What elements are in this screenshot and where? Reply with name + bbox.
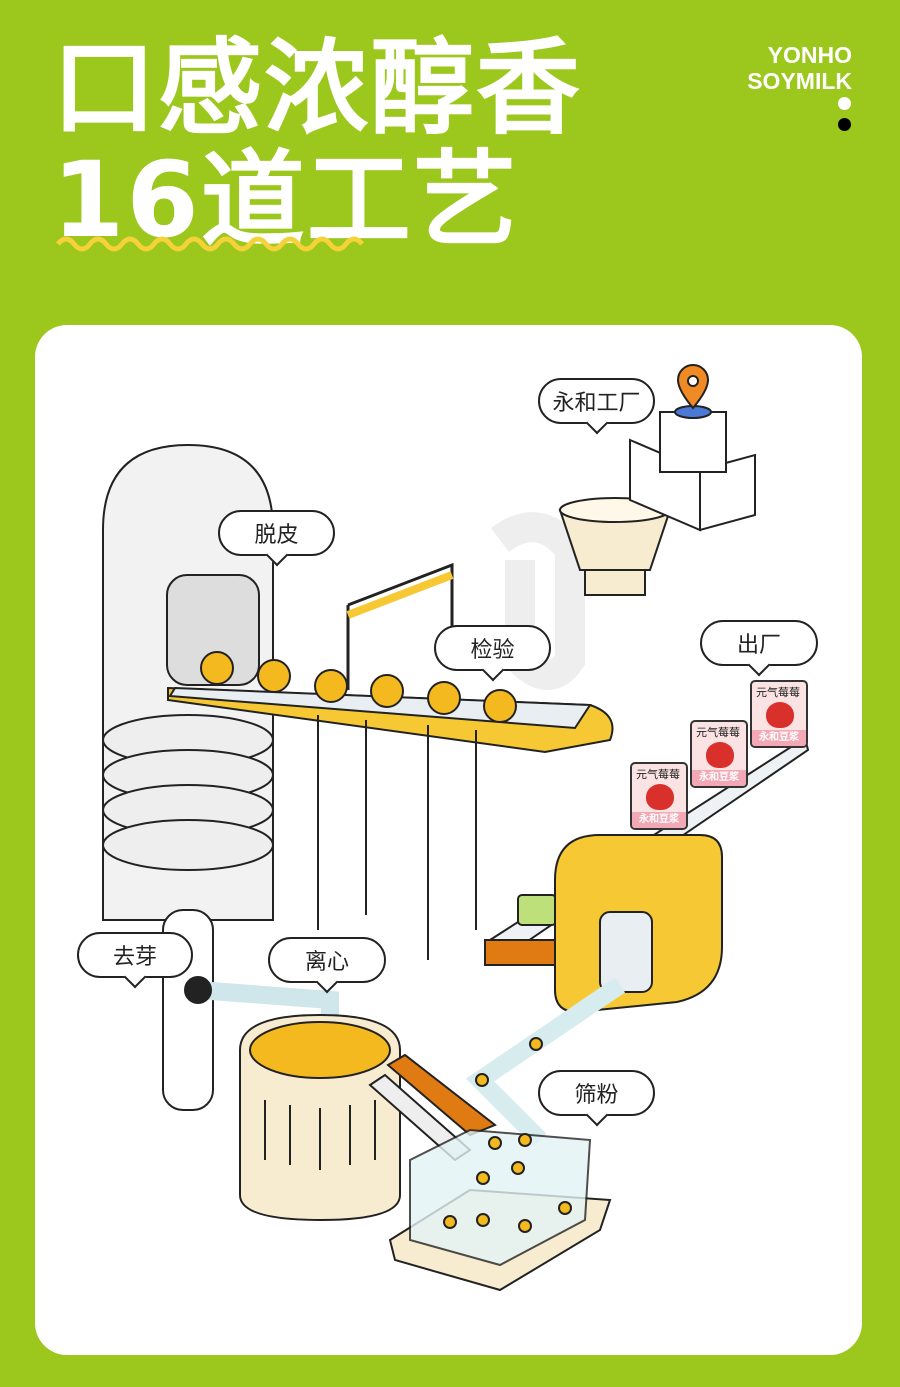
coil-pipe xyxy=(491,512,585,690)
strawberry-icon xyxy=(706,742,734,768)
title-line-1: 口感浓醇香 xyxy=(52,27,583,149)
label-centrifuge: 离心 xyxy=(268,937,386,983)
strawberry-icon xyxy=(646,784,674,810)
label-shipping: 出厂 xyxy=(700,620,818,666)
product-name: 元气莓莓 xyxy=(696,726,740,739)
factory-building xyxy=(629,405,756,532)
black-dot xyxy=(838,118,851,131)
powder-particles xyxy=(443,1037,572,1233)
label-inspection: 检验 xyxy=(434,625,551,671)
strawberry-icon xyxy=(766,702,794,728)
label-degerming: 去芽 xyxy=(77,932,193,978)
beans xyxy=(200,651,517,723)
product-package: 元气莓莓永和豆浆 xyxy=(630,762,688,830)
conveyor-legs xyxy=(317,715,477,960)
product-name: 元气莓莓 xyxy=(636,768,680,781)
product-brand: 永和豆浆 xyxy=(752,730,806,746)
tower-rings xyxy=(102,714,274,871)
tower-window xyxy=(166,574,260,686)
product-package: 元气莓莓永和豆浆 xyxy=(690,720,748,788)
white-dot xyxy=(838,97,851,110)
label-peeling: 脱皮 xyxy=(218,510,335,556)
label-sieving: 筛粉 xyxy=(538,1070,655,1116)
product-brand: 永和豆浆 xyxy=(692,770,746,786)
product-package: 元气莓莓永和豆浆 xyxy=(750,680,808,748)
wavy-underline xyxy=(56,236,364,252)
product-name: 元气莓莓 xyxy=(756,686,800,699)
title-line-2: 16道工艺 xyxy=(52,139,519,261)
label-factory: 永和工厂 xyxy=(538,378,655,424)
product-brand: 永和豆浆 xyxy=(632,812,686,828)
